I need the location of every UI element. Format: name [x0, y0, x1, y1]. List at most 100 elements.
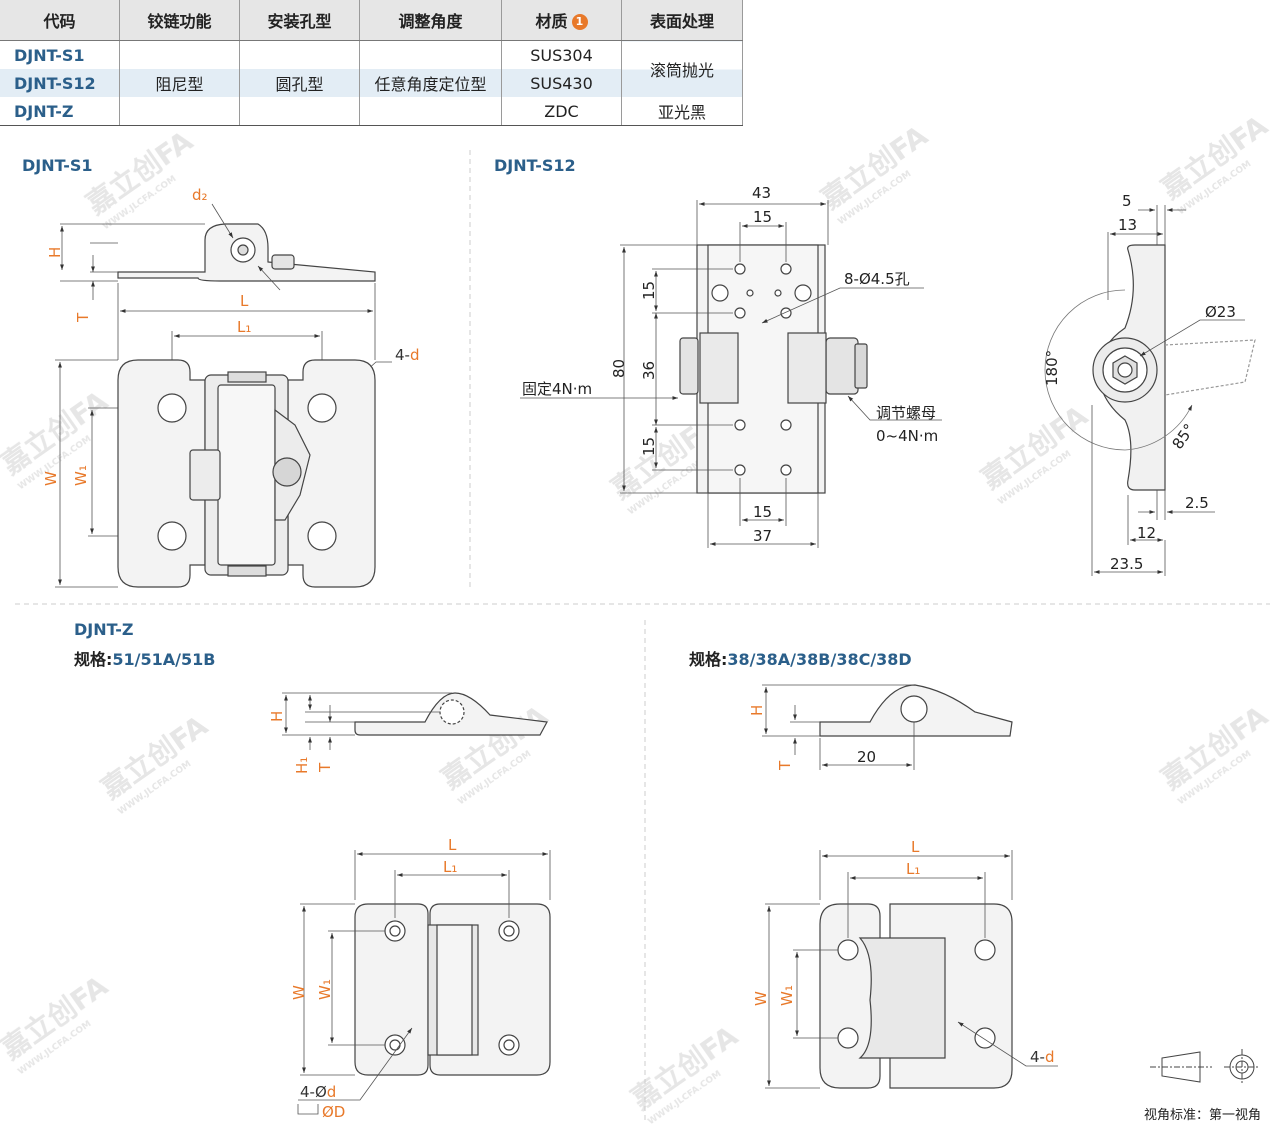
angle-value: 任意角度定位型 — [359, 69, 502, 97]
dim-12: 12 — [1137, 524, 1156, 542]
dim-cbore-d: ØD — [322, 1103, 345, 1121]
dim-43: 43 — [752, 184, 771, 202]
surface-polish: 滚筒抛光 — [621, 40, 743, 97]
dim-15: 15 — [753, 208, 772, 226]
dim-w: W — [290, 985, 308, 1000]
nut-range-label: 0~4N·m — [876, 427, 938, 445]
cell-angle — [359, 40, 502, 69]
cell-hole-type — [239, 40, 360, 69]
dim-23-5: 23.5 — [1110, 555, 1143, 573]
s12-dim-labels: 43 15 8-Ø4.5孔 15 80 36 15 固定4N·m 调节螺母 0~… — [522, 184, 938, 545]
z38-front-view — [819, 903, 1013, 1089]
dim-4d: 4-d — [1030, 1048, 1055, 1066]
hinge-function-value: 阻尼型 — [119, 69, 240, 97]
dim-holes: 8-Ø4.5孔 — [844, 270, 910, 288]
dim-80: 80 — [610, 359, 628, 378]
z38-side-labels: H T 20 — [748, 705, 876, 771]
hole-type-value: 圆孔型 — [239, 69, 360, 97]
dim-2-5: 2.5 — [1185, 494, 1209, 512]
dim-4d: 4-Ød — [300, 1083, 336, 1101]
view-standard-label: 视角标准：第一视角 — [1144, 1108, 1262, 1123]
cell-empty — [359, 97, 502, 126]
dim-h: H — [748, 705, 766, 716]
dim-t: T — [316, 762, 334, 773]
dim-l1: L₁ — [237, 318, 251, 336]
z38-front-labels: L L₁ W W₁ 4-d — [752, 838, 1055, 1066]
row-material: ZDC — [501, 97, 622, 126]
z51-side-view — [354, 692, 548, 736]
dim-36: 36 — [640, 361, 658, 380]
dim-15: 15 — [753, 503, 772, 521]
dim-4d-d: d — [410, 346, 420, 364]
header-angle: 调整角度 — [359, 0, 502, 41]
s1-side-view — [117, 223, 376, 282]
dim-h: H — [268, 711, 286, 722]
surface-black: 亚光黑 — [621, 97, 743, 126]
nut-label: 调节螺母 — [876, 404, 936, 422]
spec-right-values: 38/38A/38B/38C/38D — [727, 650, 912, 669]
s12-front-view — [679, 244, 868, 494]
row-code: DJNT-S12 — [0, 69, 120, 97]
dim-w1: W₁ — [72, 465, 90, 486]
z51-front-labels: L L₁ W W₁ 4-Ød ØD — [290, 836, 457, 1121]
row-material: SUS430 — [501, 69, 622, 97]
table-row: DJNT-S1 SUS304 滚筒抛光 — [0, 40, 743, 97]
cell-empty — [119, 97, 240, 126]
s1-dim-labels: d₂ H T L L₁ W W₁ 4-d — [42, 186, 420, 486]
dim-23: Ø23 — [1205, 303, 1236, 321]
dim-l: L — [911, 838, 920, 856]
dim-180: 180° — [1043, 350, 1061, 386]
header-hole-type: 安装孔型 — [239, 0, 360, 41]
dim-w1: W₁ — [316, 979, 334, 1000]
dim-l: L — [448, 836, 457, 854]
cell-hinge-function — [119, 40, 240, 69]
section-title-s1: DJNT-S1 — [22, 156, 93, 175]
spec-label: 规格: — [689, 650, 728, 669]
dim-w: W — [42, 471, 60, 486]
row-code: DJNT-S1 — [0, 40, 120, 69]
z38-side-view — [819, 684, 1013, 737]
spec-left-values: 51/51A/51B — [112, 650, 216, 669]
dim-20: 20 — [857, 748, 876, 766]
table-row: DJNT-S12 阻尼型 圆孔型 任意角度定位型 SUS430 — [0, 69, 743, 97]
dim-85: 85° — [1169, 420, 1199, 452]
dim-4d-d: d — [327, 1083, 337, 1101]
dim-13: 13 — [1118, 216, 1137, 234]
dim-4d-prefix: 4-Ø — [300, 1083, 327, 1101]
dim-37: 37 — [753, 527, 772, 545]
spec-label: 规格: — [74, 650, 113, 669]
dim-h: H — [46, 247, 64, 258]
note-badge: 1 — [571, 14, 588, 30]
row-material: SUS304 — [501, 40, 622, 69]
header-surface: 表面处理 — [621, 0, 743, 41]
spec-left: 规格:51/51A/51B — [74, 646, 215, 670]
cell-empty — [239, 97, 360, 126]
dim-5: 5 — [1122, 192, 1132, 210]
dim-4d-prefix: 4- — [1030, 1048, 1045, 1066]
dim-l1: L₁ — [906, 860, 920, 878]
dim-w: W — [752, 991, 770, 1006]
s1-front-view — [117, 359, 376, 588]
dim-4d-d: d — [1045, 1048, 1055, 1066]
table-row: DJNT-Z ZDC 亚光黑 — [0, 97, 743, 126]
dim-4d: 4-d — [395, 346, 420, 364]
header-material-label: 材质 — [535, 12, 568, 31]
header-hinge-function: 铰链功能 — [119, 0, 240, 41]
fixed-torque-label: 固定4N·m — [522, 380, 592, 398]
dim-l1: L₁ — [443, 858, 457, 876]
row-code: DJNT-Z — [0, 97, 120, 126]
s12-side-view — [1044, 244, 1256, 491]
dim-t: T — [776, 760, 794, 771]
dim-t: T — [74, 312, 92, 323]
section-title-z: DJNT-Z — [74, 620, 134, 639]
dim-15: 15 — [640, 281, 658, 300]
z51-side-labels: H H₁ T — [268, 711, 334, 774]
first-angle-projection-icon — [1150, 1049, 1260, 1085]
header-code: 代码 — [0, 0, 120, 41]
dim-4d-prefix: 4- — [395, 346, 410, 364]
dim-l: L — [240, 292, 249, 310]
